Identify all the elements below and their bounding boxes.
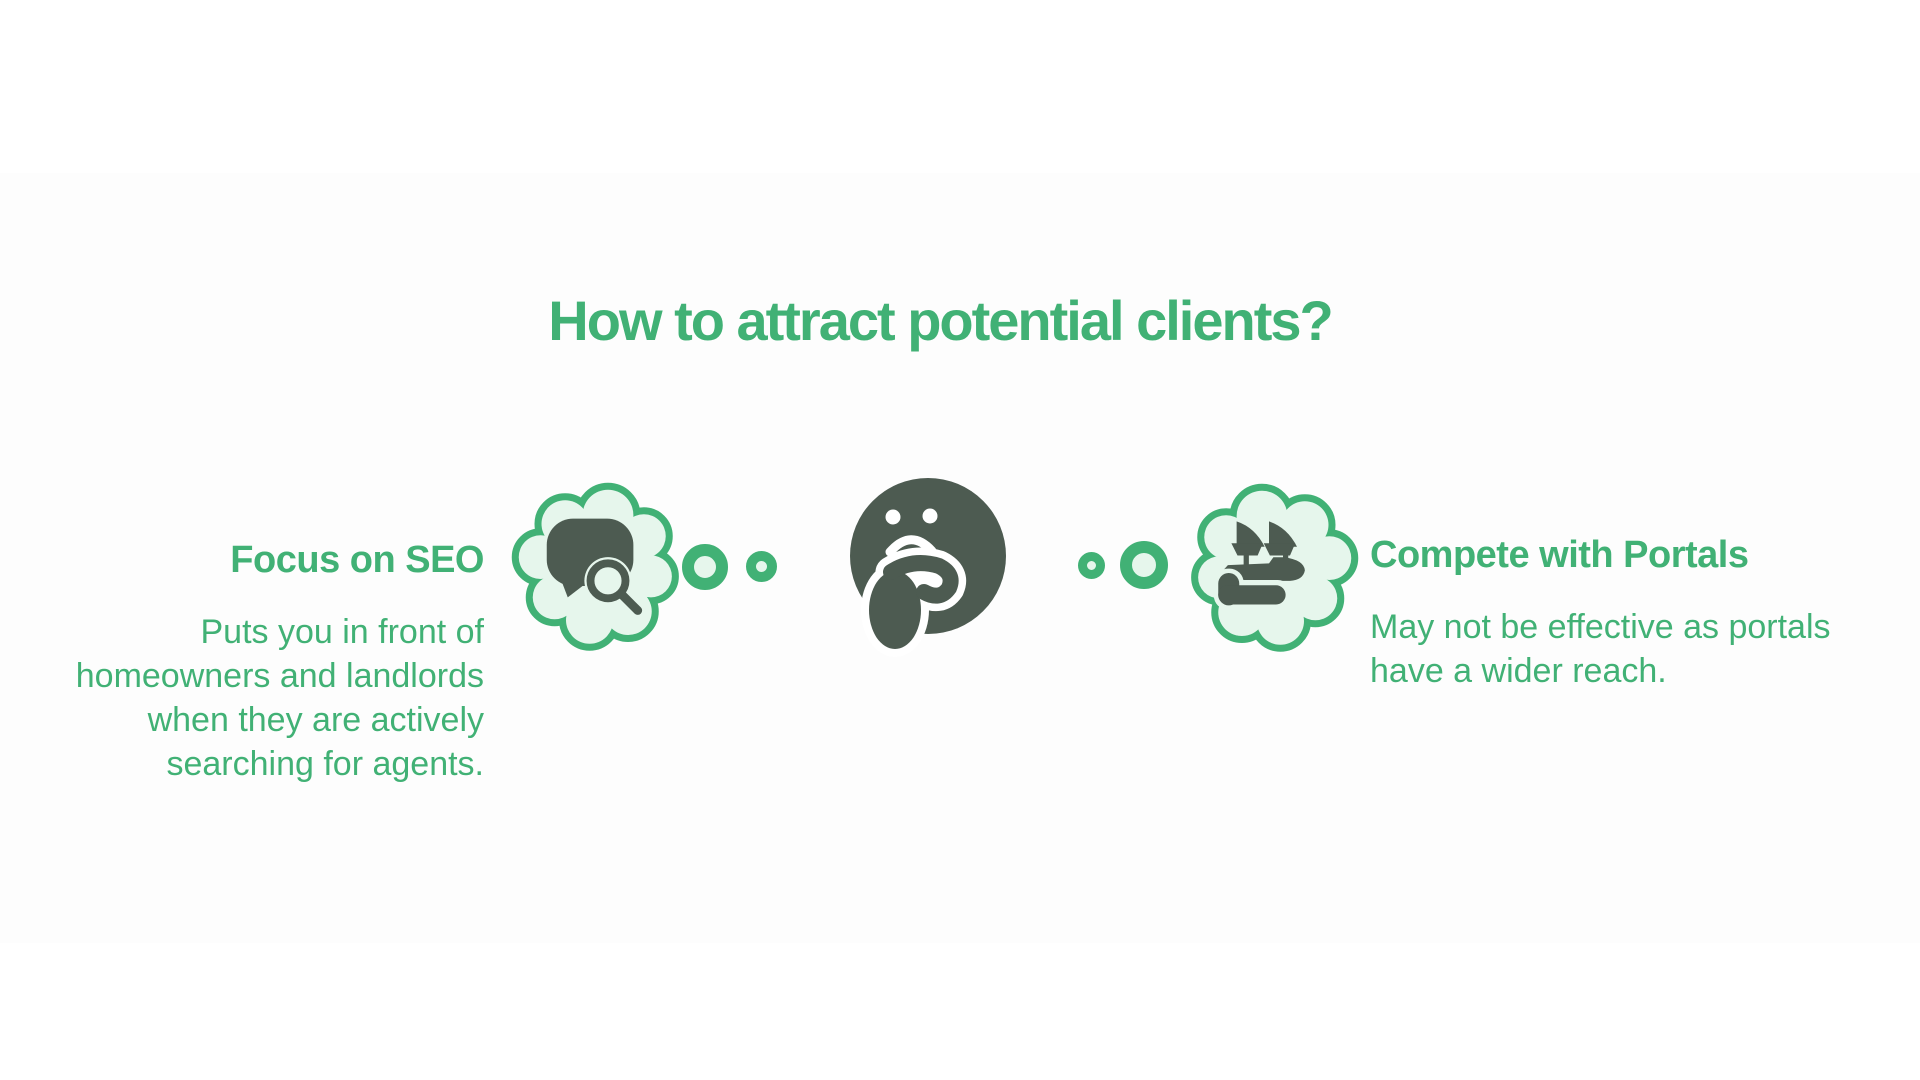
seo-text-block: Focus on SEO Puts you in front of homeow… bbox=[28, 537, 485, 786]
description-line: homeowners and landlords bbox=[75, 657, 484, 695]
thought-dot-small bbox=[1078, 552, 1105, 579]
thought-dot-large bbox=[682, 544, 728, 590]
thought-dot-large bbox=[1120, 541, 1168, 589]
page-title: How to attract potential clients? bbox=[548, 289, 1333, 352]
chat-search-icon bbox=[546, 518, 651, 624]
description-line: Puts you in front of bbox=[200, 613, 485, 651]
description-line: have a wider reach. bbox=[1370, 652, 1667, 690]
seo-heading: Focus on SEO bbox=[230, 539, 484, 581]
thinking-face-icon bbox=[850, 478, 1006, 657]
eye bbox=[885, 509, 901, 525]
thought-dot-small bbox=[746, 551, 777, 582]
hand bbox=[869, 555, 959, 649]
seo-description: Puts you in front of homeowners and land… bbox=[28, 610, 484, 786]
frown-mouth bbox=[885, 535, 937, 557]
eye bbox=[922, 508, 938, 524]
portals-heading: Compete with Portals bbox=[1370, 534, 1749, 576]
thought-bubble-right bbox=[1185, 482, 1360, 657]
hand-holding-boats-icon bbox=[1213, 521, 1305, 610]
thought-bubble-left bbox=[510, 481, 685, 656]
description-line: searching for agents. bbox=[166, 745, 484, 783]
portals-text-block: Compete with Portals May not be effectiv… bbox=[1370, 532, 1895, 693]
description-line: when they are actively bbox=[147, 701, 484, 739]
description-line: May not be effective as portals bbox=[1370, 608, 1831, 646]
portals-description: May not be effective as portals have a w… bbox=[1370, 605, 1895, 693]
